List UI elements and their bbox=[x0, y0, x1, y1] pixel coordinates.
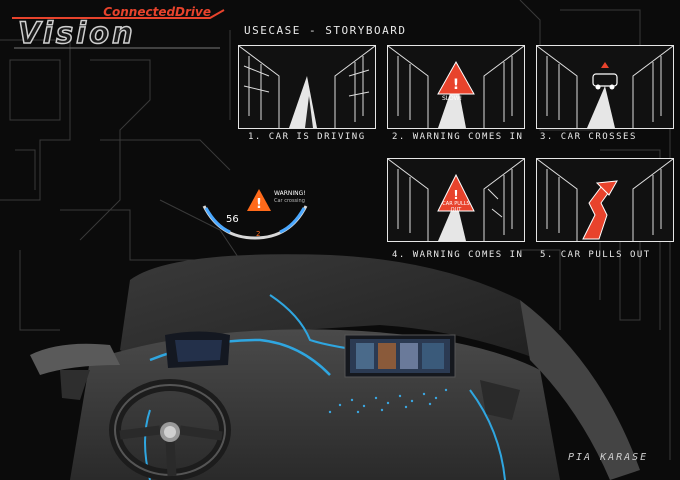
hud-warning: ! WARNING! Car crossing bbox=[246, 188, 316, 214]
logo-main-text: Vision bbox=[17, 15, 136, 51]
small-warning-icon bbox=[601, 62, 609, 68]
hud-warning-subtitle: Car crossing bbox=[274, 198, 305, 204]
car-interior-render bbox=[30, 254, 640, 480]
panel-4-sign-text: CAR PULLS OUT bbox=[442, 201, 470, 213]
svg-text:!: ! bbox=[453, 188, 458, 202]
panel-2-street-sketch: ! bbox=[388, 46, 524, 128]
svg-text:!: ! bbox=[453, 77, 459, 93]
crossing-car-icon bbox=[592, 73, 618, 87]
hud-gear-value: 2 bbox=[256, 230, 261, 238]
svg-text:!: ! bbox=[256, 197, 262, 212]
logo-sub-text: ConnectedDrive bbox=[103, 5, 211, 19]
warning-triangle-icon bbox=[437, 60, 475, 95]
brand-logo: ConnectedDrive Vision bbox=[10, 5, 225, 51]
storyboard-panel-3 bbox=[536, 45, 674, 129]
hud-warning-icon: ! bbox=[247, 189, 271, 212]
storyboard-panel-1 bbox=[238, 45, 376, 129]
swerve-arrow-icon bbox=[582, 186, 612, 240]
storyboard-caption-5: 5. CAR PULLS OUT bbox=[540, 250, 651, 260]
logo-frame-graphic bbox=[12, 9, 225, 49]
storyboard-title: USECASE - STORYBOARD bbox=[244, 24, 407, 37]
storyboard-panel-2: ! SLOW! bbox=[387, 45, 525, 129]
storyboard-panel-5 bbox=[536, 158, 674, 242]
artist-signature: PIA KARASE bbox=[568, 452, 649, 463]
panel-2-sign-text: SLOW! bbox=[442, 95, 462, 102]
warning-triangle-icon bbox=[437, 173, 475, 212]
panel-3-street-sketch bbox=[537, 46, 673, 128]
storyboard-caption-2: 2. WARNING COMES IN bbox=[392, 132, 524, 142]
panel-4-street-sketch: ! bbox=[388, 159, 524, 241]
panel-1-street-sketch bbox=[239, 46, 375, 128]
hud-arc-gauge bbox=[202, 205, 308, 240]
hud-speed-value: 56 bbox=[226, 214, 239, 225]
storyboard-caption-4: 4. WARNING COMES IN bbox=[392, 250, 524, 260]
storyboard-caption-1: 1. CAR IS DRIVING bbox=[248, 132, 366, 142]
panel-5-street-sketch bbox=[537, 159, 673, 241]
storyboard-panel-4: ! CAR PULLS OUT bbox=[387, 158, 525, 242]
hud-warning-title: WARNING! bbox=[274, 190, 306, 197]
hud-display: 56 2 bbox=[200, 186, 310, 246]
storyboard-caption-3: 3. CAR CROSSES bbox=[540, 132, 637, 142]
